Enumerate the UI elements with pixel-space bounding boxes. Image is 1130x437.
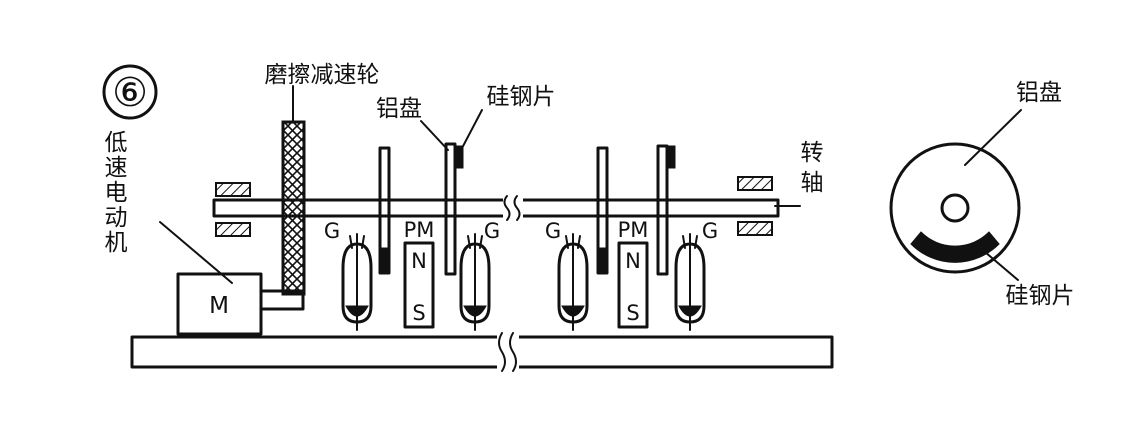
disk-1-steel [379,247,390,274]
top-labels: 铝盘 硅钢片 [376,84,556,151]
disk-2 [444,142,457,276]
g-label-3: G [545,219,561,243]
shaft-label-char-0: 转 [801,140,824,166]
figure-number-text: ⑥ [112,70,148,116]
tubes [341,233,706,331]
motor-label: 低 速 电 动 机 [105,130,128,256]
side-aluminum-disk-leader-line [964,109,1022,166]
motor: M [159,221,305,336]
motor-leader-line [159,221,233,284]
aluminum-disk-leader-line [420,120,449,151]
aluminum-disks [378,142,676,276]
silicon-steel-leader-line [460,109,483,151]
base-platform [130,332,834,372]
friction-wheel-label: 磨擦减速轮 [265,62,380,88]
motor-box-label: M [209,293,229,319]
tube-2 [459,233,491,331]
magnet-left-label: PM [404,218,435,242]
side-view-disk: 铝盘 硅钢片 [889,80,1075,309]
shaft [212,195,801,221]
magnet-right-south: S [626,301,639,325]
tube-1 [341,233,373,331]
side-silicon-steel-leader-line [984,251,1019,281]
disk-4-steel [666,145,676,169]
g-labels: G G G G [324,219,718,243]
tube-4 [674,233,706,331]
bearings [215,176,773,237]
motor-label-char-4: 机 [105,230,128,256]
g-label-4: G [702,219,718,243]
motor-label-char-1: 速 [105,155,128,181]
magnet-right-north: N [625,249,641,273]
magnet-left-south: S [412,301,425,325]
disk-2-steel [454,145,464,169]
shaft-label-char-1: 轴 [801,170,824,196]
aluminum-disk-label: 铝盘 [376,96,422,122]
g-label-1: G [324,219,340,243]
motor-label-char-3: 动 [105,205,128,231]
magnet-right-label: PM [618,218,649,242]
magnet-left [403,241,435,329]
magnets: PM N S PM N S [403,218,649,329]
figure-number: ⑥ [102,64,158,120]
motor-label-char-0: 低 [105,130,128,156]
tube-3 [557,233,589,331]
magnet-left-north: N [411,249,427,273]
side-aluminum-disk-label: 铝盘 [1016,80,1062,106]
motor-label-char-2: 电 [105,180,128,206]
side-silicon-steel-label: 硅钢片 [1006,283,1075,309]
magnet-right [617,241,649,329]
silicon-steel-label: 硅钢片 [487,84,556,110]
shaft-label: 转 轴 [801,140,824,196]
friction-wheel: 磨擦减速轮 [265,62,380,296]
disk-3-steel [597,247,608,274]
g-label-2: G [484,219,500,243]
disk-4 [656,144,669,276]
